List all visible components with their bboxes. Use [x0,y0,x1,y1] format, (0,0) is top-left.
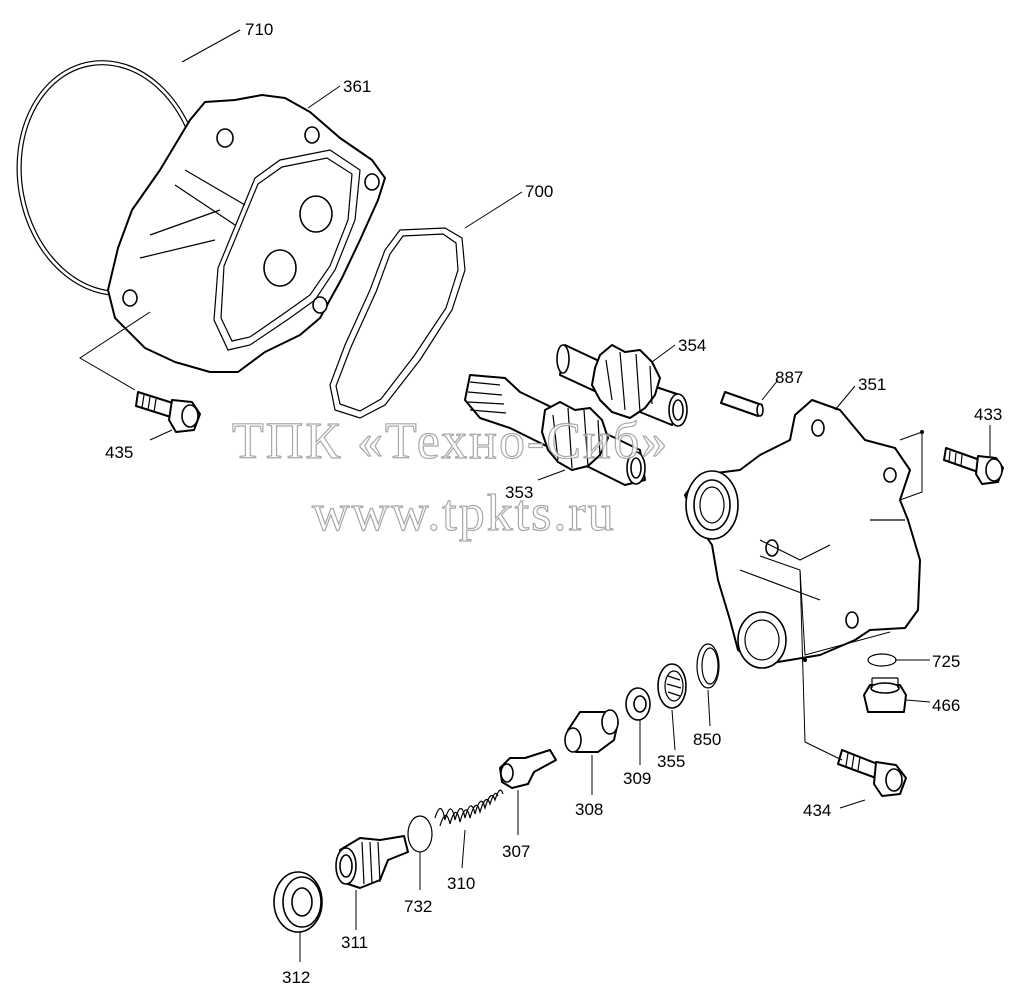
callout-354: 354 [678,336,706,355]
callout-361: 361 [343,77,371,96]
callout-355: 355 [657,752,685,771]
part-312-cap [273,871,323,933]
part-308-valve-seat [564,709,619,753]
callout-312: 312 [282,968,310,987]
part-311-plug [335,835,409,889]
part-433-bolt [943,447,1004,485]
part-355-filter [657,663,687,709]
part-434-bolt [837,749,907,797]
part-850-snap-ring [696,643,720,689]
callout-732: 732 [404,897,432,916]
part-435-bolt [135,391,201,433]
callout-labels: 710 361 700 354 887 351 433 435 353 725 … [105,20,1002,987]
watermark-line2: www.tpkts.ru [312,485,616,542]
callout-887: 887 [775,368,803,387]
callout-308: 308 [575,800,603,819]
part-725-oring [867,653,897,667]
watermark-line1: ТПК «Техно-Сиб» [232,413,669,470]
callout-309: 309 [623,769,651,788]
part-466-plug [863,677,907,713]
callout-434: 434 [803,801,831,820]
part-354-gear-shaft [556,344,688,427]
callout-435: 435 [105,443,133,462]
part-310-spring [434,789,504,827]
callout-311: 311 [341,933,368,952]
part-353-drive-shaft [464,374,646,486]
callout-725: 725 [932,652,960,671]
callout-466: 466 [932,696,960,715]
callout-433: 433 [974,405,1002,424]
part-361-cover [107,94,386,373]
callout-351: 351 [858,375,886,394]
callout-353: 353 [505,483,533,502]
callout-700: 700 [525,182,553,201]
callout-307: 307 [502,842,530,861]
part-309-washer [625,687,651,721]
callout-850: 850 [693,730,721,749]
part-887-pin [720,391,764,417]
part-307-valve [499,749,557,789]
part-351-pump-body [684,399,921,669]
callout-310: 310 [447,874,475,893]
part-732-oring [407,815,433,853]
callout-710: 710 [245,20,273,39]
leader-lines [79,29,991,962]
watermark: ТПК «Техно-Сиб» www.tpkts.ru [231,412,669,542]
part-700-gasket [329,227,466,419]
